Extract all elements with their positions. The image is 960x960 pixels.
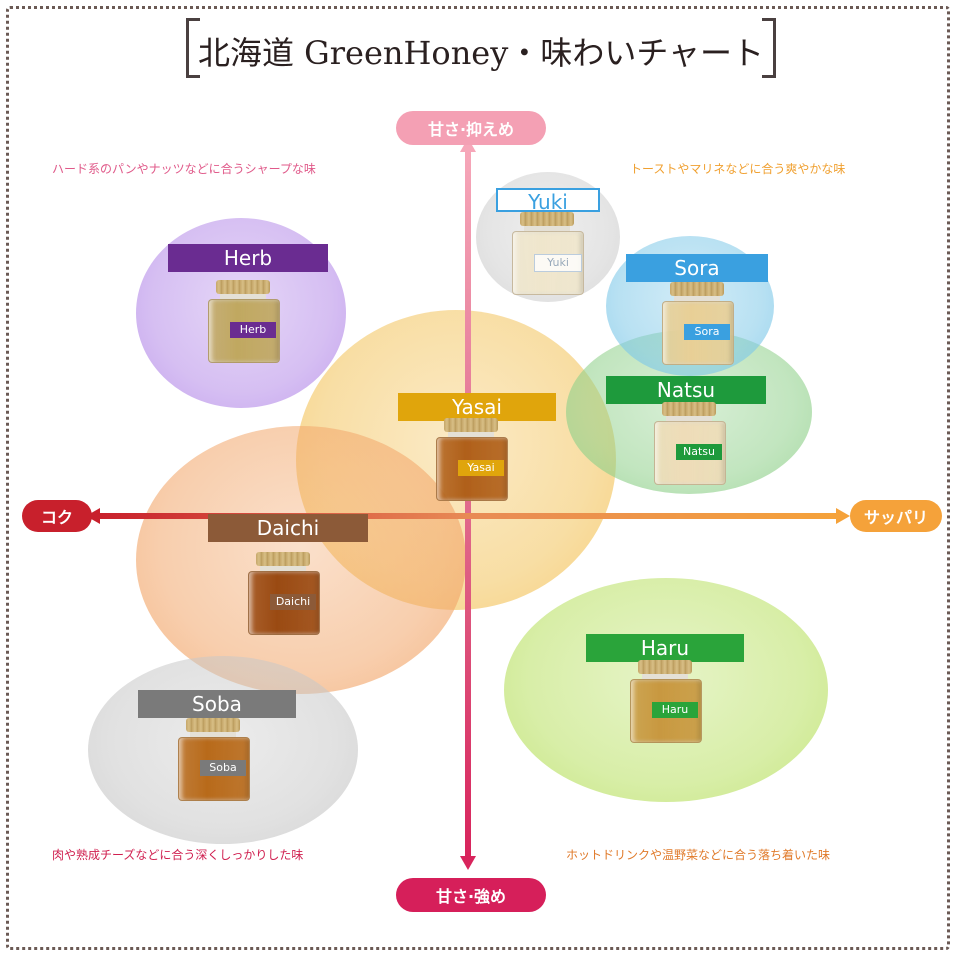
honey-label-daichi: Daichi — [208, 514, 368, 542]
honey-jar-soba: Soba — [176, 718, 250, 801]
honey-label-natsu: Natsu — [606, 376, 766, 404]
left-bracket — [186, 18, 200, 78]
jar-tag-herb: Herb — [230, 322, 276, 338]
jar-lid — [670, 282, 724, 296]
jar-neck — [524, 226, 570, 231]
honey-jar-sora: Sora — [660, 282, 734, 365]
right-bracket — [762, 18, 776, 78]
jar-lid — [662, 402, 716, 416]
honey-jar-yuki: Yuki — [510, 212, 584, 295]
jar-lid — [186, 718, 240, 732]
jar-tag-sora: Sora — [684, 324, 730, 340]
honey-label-yasai: Yasai — [398, 393, 556, 421]
jar-tag-natsu: Natsu — [676, 444, 722, 460]
jar-neck — [220, 294, 266, 299]
jar-neck — [190, 732, 236, 737]
axis-label-bottom: 甘さ·強め — [396, 878, 546, 912]
jar-lid — [216, 280, 270, 294]
jar-neck — [666, 416, 712, 421]
honey-label-sora: Sora — [626, 254, 768, 282]
vertical-axis — [465, 150, 471, 858]
honey-jar-haru: Haru — [628, 660, 702, 743]
axis-label-top: 甘さ·抑えめ — [396, 111, 546, 145]
quadrant-top-left: ハード系のパンやナッツなどに合うシャープな味 — [52, 162, 316, 176]
jar-neck — [260, 566, 306, 571]
jar-tag-yasai: Yasai — [458, 460, 504, 476]
honey-label-soba: Soba — [138, 690, 296, 718]
jar-lid — [256, 552, 310, 566]
jar-lid — [444, 418, 498, 432]
horizontal-axis — [98, 513, 838, 519]
arrow-down-icon — [460, 856, 476, 870]
quadrant-bottom-left: 肉や熟成チーズなどに合う深くしっかりした味 — [52, 848, 304, 862]
honey-jar-herb: Herb — [206, 280, 280, 363]
jar-tag-haru: Haru — [652, 702, 698, 718]
jar-tag-yuki: Yuki — [534, 254, 582, 272]
page-title: 北海道 GreenHoney・味わいチャート — [198, 34, 764, 72]
honey-label-haru: Haru — [586, 634, 744, 662]
quadrant-top-right: トーストやマリネなどに合う爽やかな味 — [630, 162, 846, 176]
honey-label-herb: Herb — [168, 244, 328, 272]
quadrant-bottom-right: ホットドリンクや温野菜などに合う落ち着いた味 — [566, 848, 831, 862]
jar-neck — [448, 432, 494, 437]
jar-tag-soba: Soba — [200, 760, 246, 776]
jar-lid — [520, 212, 574, 226]
jar-neck — [674, 296, 720, 301]
jar-tag-daichi: Daichi — [270, 594, 316, 610]
jar-neck — [642, 674, 688, 679]
arrow-right-icon — [836, 508, 850, 524]
honey-label-yuki: Yuki — [496, 188, 600, 214]
axis-label-right: サッパリ — [850, 500, 942, 532]
axis-label-left: コク — [22, 500, 92, 532]
honey-jar-natsu: Natsu — [652, 402, 726, 485]
dotted-frame — [6, 6, 950, 950]
honey-jar-daichi: Daichi — [246, 552, 320, 635]
jar-lid — [638, 660, 692, 674]
title-box: 北海道 GreenHoney・味わいチャート — [186, 18, 776, 82]
honey-jar-yasai: Yasai — [434, 418, 508, 501]
